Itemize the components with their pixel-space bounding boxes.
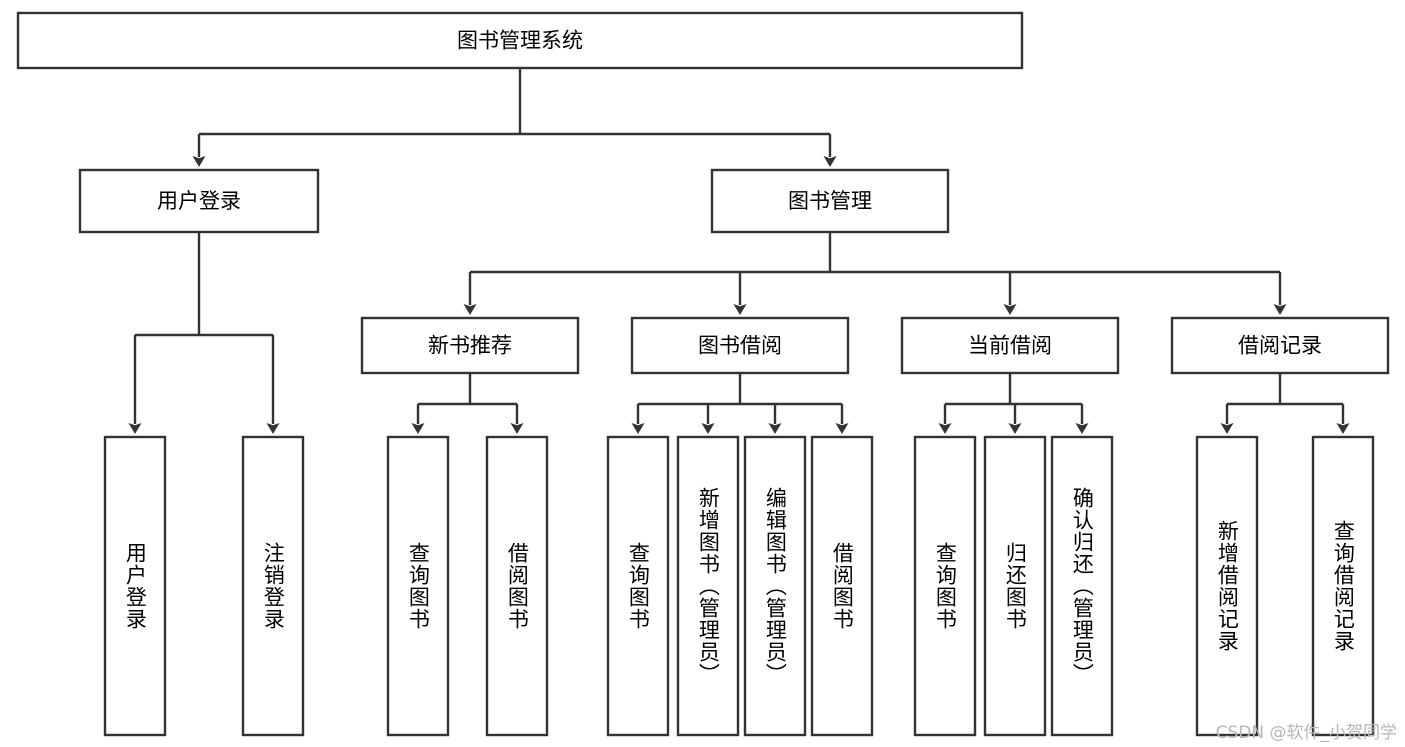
node-label-root: 图书管理系统 (457, 29, 583, 53)
node-box-user-login-do[interactable] (103, 435, 167, 737)
node-box-user-logout[interactable] (241, 435, 305, 737)
node-box-user-login[interactable] (78, 168, 320, 234)
watermark-credit: CSDN @软件_小贺同学 (1215, 723, 1397, 743)
node-label-borrow-record: 借阅记录 (1238, 334, 1322, 358)
node-boxes-layer (16, 11, 1390, 737)
node-box-root[interactable] (16, 11, 1024, 70)
node-box-borrow-edit-book[interactable] (743, 435, 807, 737)
node-box-borrow-add-book[interactable] (676, 435, 740, 737)
node-box-new-book-recommend[interactable] (360, 316, 580, 375)
node-box-current-query-book[interactable] (913, 435, 977, 737)
node-label-user-login: 用户登录 (157, 189, 241, 213)
node-box-current-confirm-return[interactable] (1050, 435, 1114, 737)
node-box-recommend-borrow-book[interactable] (485, 435, 549, 737)
node-box-borrow-borrow-book[interactable] (810, 435, 874, 737)
node-label-current-borrow: 当前借阅 (968, 334, 1052, 358)
node-box-current-borrow[interactable] (900, 316, 1120, 375)
node-box-recommend-query-book[interactable] (386, 435, 450, 737)
node-box-record-query[interactable] (1311, 435, 1375, 737)
node-label-book-manage: 图书管理 (788, 189, 872, 213)
node-box-record-add[interactable] (1195, 435, 1259, 737)
node-label-new-book-recommend: 新书推荐 (428, 334, 512, 358)
connectors-layer (128, 68, 1350, 434)
node-box-borrow-query-book[interactable] (606, 435, 670, 737)
node-label-book-borrow: 图书借阅 (698, 334, 782, 358)
node-box-current-return-book[interactable] (983, 435, 1047, 737)
